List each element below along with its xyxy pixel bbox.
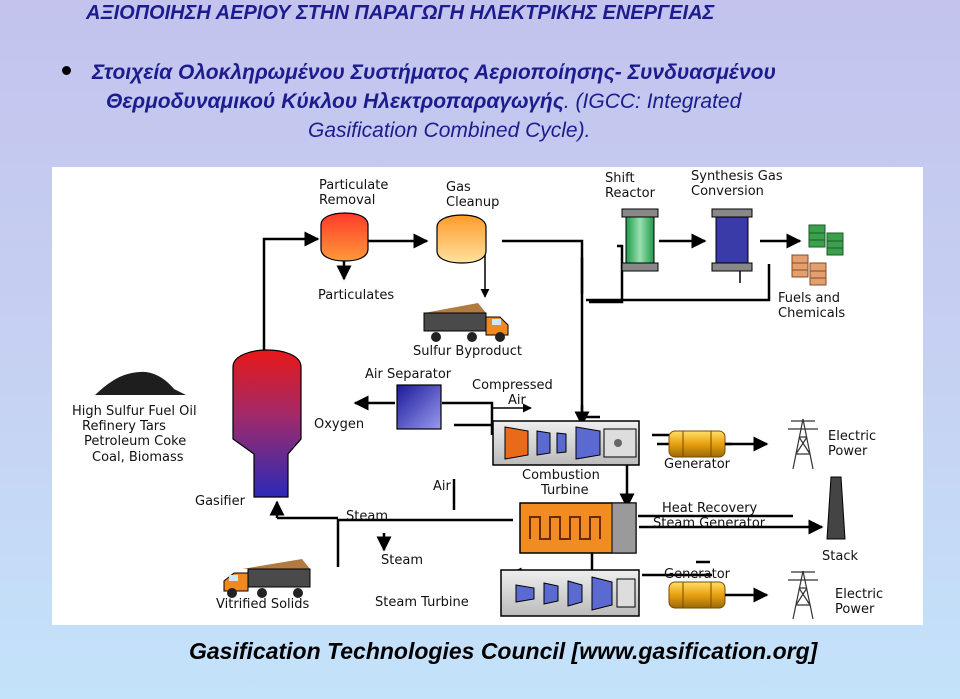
gas-cleanup-vessel xyxy=(436,214,487,264)
label-steam-turbine: Steam Turbine xyxy=(375,595,469,610)
gasifier-vessel xyxy=(232,349,302,498)
label-steam-2: Steam xyxy=(381,553,423,568)
label-particulate-removal-1: Particulate xyxy=(319,178,388,193)
label-synthesis-gas-2: Conversion xyxy=(691,184,764,199)
stack-icon xyxy=(826,476,846,540)
label-combustion-turbine-1: Combustion xyxy=(522,468,600,483)
label-gas-cleanup-1: Gas xyxy=(446,180,471,195)
power-pylon-top-icon xyxy=(788,418,818,470)
label-sulfur-byproduct: Sulfur Byproduct xyxy=(413,344,522,359)
label-compressed-air-1: Compressed xyxy=(472,378,553,393)
label-air-separator: Air Separator xyxy=(365,367,452,382)
label-electric-power-bottom-1: Electric xyxy=(835,587,883,602)
label-particulate-removal-2: Removal xyxy=(319,193,375,208)
bullet-line-2: Θερμοδυναμικού Κύκλου Ηλεκτροπαραγωγής. … xyxy=(92,87,952,116)
label-feedstock-4: Coal, Biomass xyxy=(92,450,184,465)
footer-credit: Gasification Technologies Council [www.g… xyxy=(189,638,818,664)
label-combustion-turbine-2: Turbine xyxy=(540,483,589,498)
label-particulates: Particulates xyxy=(318,288,394,303)
generator-top-icon xyxy=(668,430,726,458)
label-generator-bottom: Generator xyxy=(664,567,731,582)
label-generator-top: Generator xyxy=(664,457,731,472)
combustion-turbine-unit xyxy=(492,420,640,466)
power-pylon-bottom-icon xyxy=(788,570,818,620)
air-separator-box xyxy=(396,384,442,430)
particulate-removal-vessel xyxy=(320,212,369,262)
label-compressed-air-2: Air xyxy=(508,393,527,408)
label-gasifier: Gasifier xyxy=(195,494,246,509)
label-feedstock-1: High Sulfur Fuel Oil xyxy=(72,404,197,419)
synthesis-gas-conversion-vessel xyxy=(711,208,753,272)
igcc-diagram: Particulate Removal Gas Cleanup Shift Re… xyxy=(52,167,923,625)
steam-turbine-unit xyxy=(500,569,640,617)
label-fuels-chemicals-1: Fuels and xyxy=(778,291,840,306)
shift-reactor-vessel xyxy=(621,208,659,272)
label-heat-recovery-1: Heat Recovery xyxy=(662,501,758,516)
label-feedstock-2: Refinery Tars xyxy=(82,419,166,434)
vitrified-solids-truck-icon xyxy=(223,559,311,598)
bullet-line-1: Στοιχεία Ολοκληρωμένου Συστήματος Αεριοπ… xyxy=(92,61,776,84)
bullet-line-2-bold: Θερμοδυναμικού Κύκλου Ηλεκτροπαραγωγής xyxy=(106,90,564,113)
sulfur-truck-icon xyxy=(423,303,509,342)
label-heat-recovery-2: Steam Generator xyxy=(653,516,766,531)
bullet-dot xyxy=(62,66,71,75)
label-oxygen: Oxygen xyxy=(314,417,364,432)
label-vitrified-solids: Vitrified Solids xyxy=(216,597,310,612)
label-feedstock-3: Petroleum Coke xyxy=(84,434,186,449)
label-electric-power-top-1: Electric xyxy=(828,429,876,444)
label-synthesis-gas-1: Synthesis Gas xyxy=(691,169,783,184)
label-electric-power-bottom-2: Power xyxy=(835,602,875,617)
label-stack: Stack xyxy=(822,549,858,564)
igcc-diagram-svg: Particulate Removal Gas Cleanup Shift Re… xyxy=(72,169,883,620)
slide-title: ΑΞΙΟΠΟΙΗΣΗ ΑΕΡΙΟΥ ΣΤΗΝ ΠΑΡΑΓΩΓΗ ΗΛΕΚΤΡΙΚ… xyxy=(86,2,715,24)
bullet-line-3: Gasification Combined Cycle). xyxy=(308,119,591,142)
generator-bottom-icon xyxy=(668,581,726,609)
label-air: Air xyxy=(433,479,452,494)
label-shift-reactor-1: Shift xyxy=(605,171,635,186)
barrels-icon xyxy=(791,224,844,286)
label-steam-1: Steam xyxy=(346,509,388,524)
coal-pile-icon xyxy=(95,371,186,395)
label-gas-cleanup-2: Cleanup xyxy=(446,195,499,210)
heat-recovery-steam-generator xyxy=(519,502,637,554)
bullet-line-2-rest: . (IGCC: Integrated xyxy=(563,90,742,113)
label-fuels-chemicals-2: Chemicals xyxy=(778,306,845,321)
label-electric-power-top-2: Power xyxy=(828,444,868,459)
label-shift-reactor-2: Reactor xyxy=(605,186,656,201)
bullet-text: Στοιχεία Ολοκληρωμένου Συστήματος Αεριοπ… xyxy=(92,58,952,145)
